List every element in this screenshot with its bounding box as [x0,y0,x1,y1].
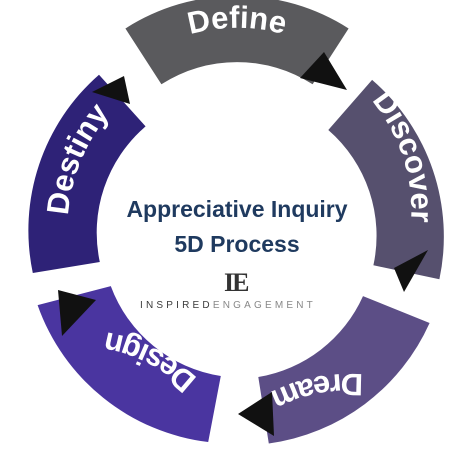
diagram-title: Appreciative Inquiry 5D Process [87,192,387,262]
segment-define: Define [125,0,349,85]
segment-define-shape [125,0,349,85]
arrow-dream-to-design [238,392,274,436]
svg-text:Define: Define [184,0,290,41]
segment-define-label: Define [184,0,290,41]
arrow-define-to-discover [300,52,347,90]
brand-logo-mark: IE [224,268,250,297]
segment-destiny-shape [28,74,146,273]
segment-dream: Dream [258,296,430,444]
segment-design-shape [37,286,221,442]
segment-discover-shape [328,79,444,280]
arrow-discover-to-dream [394,250,428,292]
brand-name-part1: INSPIRED [140,300,213,311]
segment-dream-shape [258,296,430,444]
diagram-title-line1: Appreciative Inquiry [126,196,348,222]
arrow-design-to-destiny [58,290,96,336]
arrow-destiny-to-define [92,76,130,104]
brand-name: INSPIREDENGAGEMENT [140,300,316,311]
brand-name-part2: ENGAGEMENT [212,300,316,311]
diagram-title-line2: 5D Process [174,231,300,257]
